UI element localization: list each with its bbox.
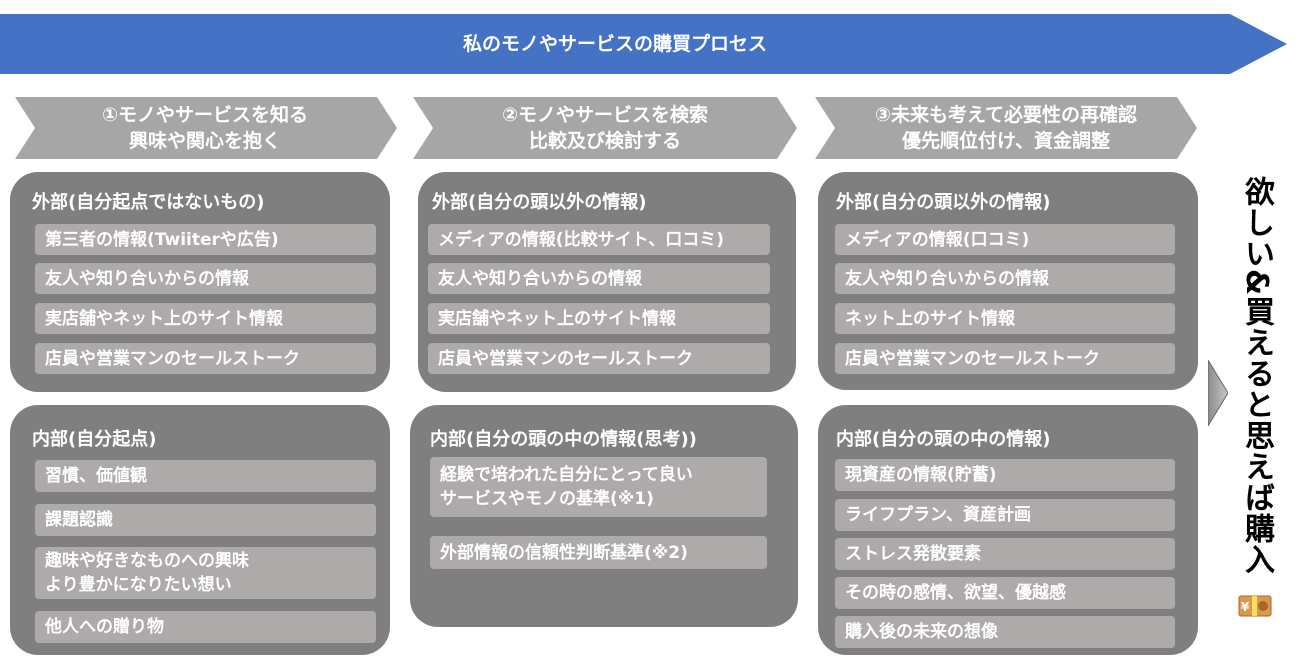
list-item: メディアの情報(比較サイト、口コミ) bbox=[428, 224, 770, 255]
list-item: 店員や営業マンのセールストーク bbox=[835, 343, 1175, 374]
list-item: 店員や営業マンのセールストーク bbox=[428, 343, 770, 374]
list-item: 実店舗やネット上のサイト情報 bbox=[428, 303, 770, 334]
process-banner-arrow bbox=[0, 14, 1287, 74]
col1-external-header: 外部(自分起点ではないもの) bbox=[32, 192, 265, 213]
list-item: 現資産の情報(貯蓄) bbox=[835, 459, 1175, 491]
list-item: 友人や知り合いからの情報 bbox=[835, 263, 1175, 294]
step-3-label: ③未来も考えて必要性の再確認優先順位付け、資金調整 bbox=[874, 104, 1138, 152]
step-1-chevron bbox=[15, 97, 397, 159]
list-item: 友人や知り合いからの情報 bbox=[428, 263, 770, 294]
step-2-label: ②モノやサービスを検索比較及び検討する bbox=[501, 104, 709, 152]
list-item: 購入後の未来の想像 bbox=[835, 616, 1175, 648]
list-item: 外部情報の信頼性判断基準(※2) bbox=[430, 536, 767, 569]
list-item: 店員や営業マンのセールストーク bbox=[35, 343, 376, 374]
page-title: 私のモノやサービスの購買プロセス bbox=[462, 33, 767, 55]
list-item: 第三者の情報(Twiiterや広告) bbox=[35, 224, 376, 255]
list-item: 習慣、価値観 bbox=[35, 460, 376, 492]
step-1-label: ①モノやサービスを知る興味や関心を抱く bbox=[101, 104, 309, 152]
svg-text:¥: ¥ bbox=[1241, 600, 1250, 614]
step-3-chevron bbox=[815, 97, 1197, 159]
yen-money-icon: ¥ bbox=[1238, 595, 1272, 617]
list-item: 経験で培われた自分にとって良いサービスやモノの基準(※1) bbox=[430, 457, 767, 517]
list-item: 友人や知り合いからの情報 bbox=[35, 263, 376, 294]
list-item: 課題認識 bbox=[35, 504, 376, 536]
right-triangle-icon bbox=[1208, 360, 1228, 426]
col3-internal-header: 内部(自分の頭の中の情報) bbox=[836, 429, 1051, 450]
list-item: ネット上のサイト情報 bbox=[835, 303, 1175, 334]
step-2-chevron bbox=[413, 97, 797, 159]
col1-internal-header: 内部(自分起点) bbox=[32, 429, 157, 450]
list-item: 他人への贈り物 bbox=[35, 611, 376, 643]
list-item: メディアの情報(口コミ) bbox=[835, 224, 1175, 255]
col2-internal-header: 内部(自分の頭の中の情報(思考)) bbox=[430, 429, 697, 450]
col3-external-header: 外部(自分の頭以外の情報) bbox=[836, 192, 1051, 213]
col2-external-header: 外部(自分の頭以外の情報) bbox=[432, 192, 647, 213]
list-item: 実店舗やネット上のサイト情報 bbox=[35, 303, 376, 334]
conclusion-text: 欲しい&買えると思えば購入 bbox=[1239, 176, 1274, 576]
list-item: ストレス発散要素 bbox=[835, 538, 1175, 570]
list-item: ライフプラン、資産計画 bbox=[835, 499, 1175, 531]
list-item: 趣味や好きなものへの興味より豊かになりたい想い bbox=[35, 547, 376, 599]
list-item: その時の感情、欲望、優越感 bbox=[835, 577, 1175, 609]
